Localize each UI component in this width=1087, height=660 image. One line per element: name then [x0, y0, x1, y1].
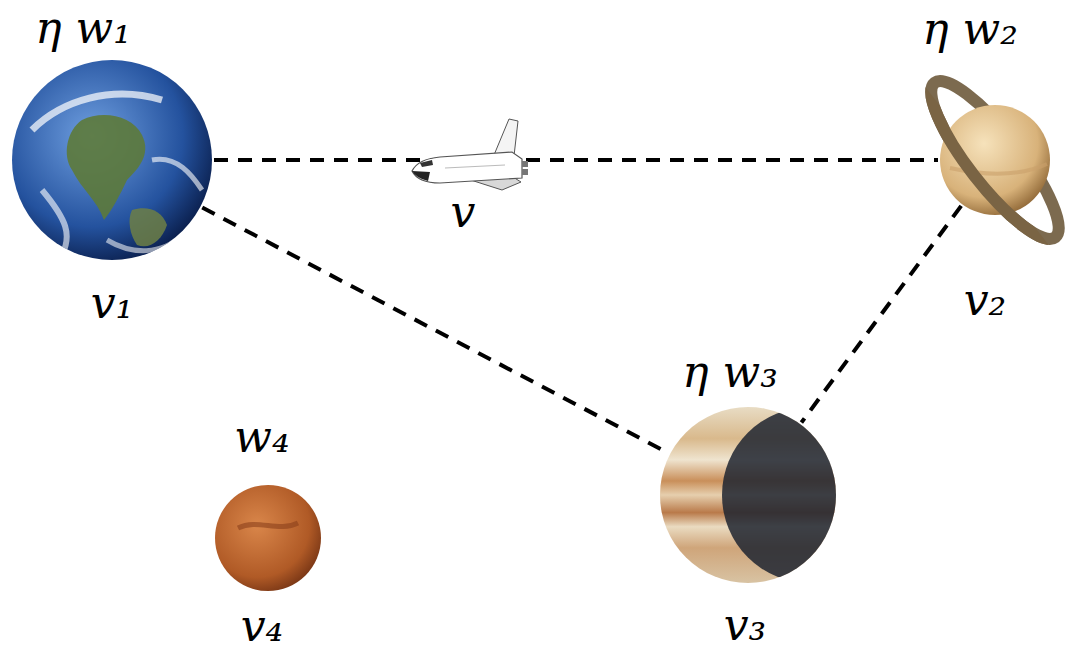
planet-shape: [215, 485, 321, 591]
planet-shape: [660, 407, 836, 583]
planet-node: η w₃v₃: [660, 407, 836, 583]
space-shuttle: [412, 119, 528, 190]
weight-label: η w₃: [682, 348, 778, 396]
weight-label: η w₂: [922, 5, 1018, 53]
planet-shape: [12, 60, 212, 260]
vertex-label: v₄: [241, 602, 284, 650]
planet-node: η w₂v₂: [940, 105, 1050, 215]
planet-node: w₄v₄: [215, 485, 321, 591]
dashed-connector: [801, 206, 961, 423]
planet-shape: [940, 105, 1050, 215]
vertex-label: v₃: [724, 601, 767, 649]
weight-label: w₄: [234, 413, 289, 461]
vertex-label: v₂: [964, 276, 1007, 324]
planet-node: η w₁v₁: [12, 60, 212, 260]
dashed-connector: [214, 158, 938, 162]
vertex-label: v₁: [91, 279, 134, 327]
weight-label: η w₁: [35, 4, 131, 52]
edge-label: v: [448, 188, 479, 236]
